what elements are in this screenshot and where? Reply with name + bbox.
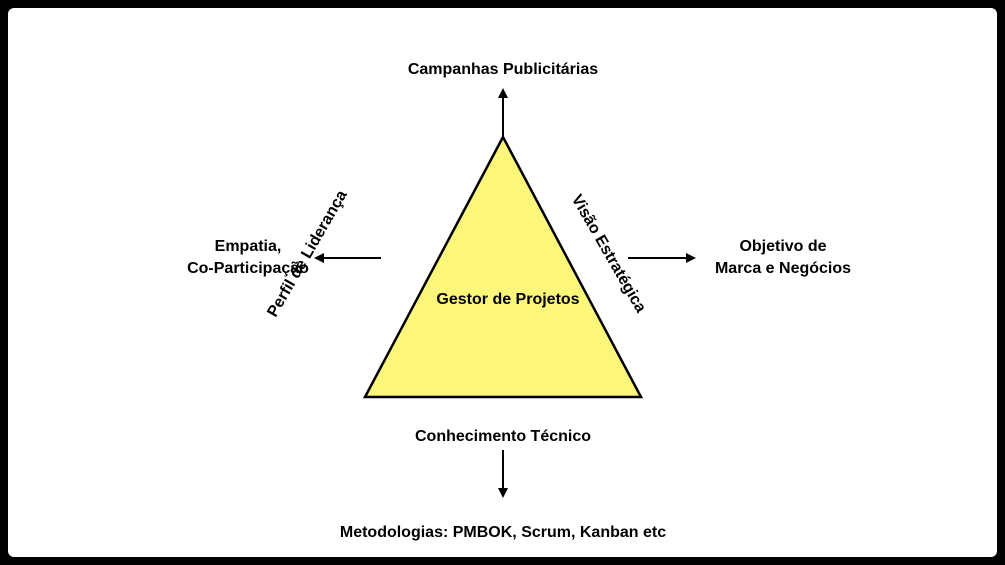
right-label-line2: Marca e Negócios — [714, 260, 852, 277]
footer-label: Metodologias: PMBOK, Scrum, Kanban etc — [339, 524, 667, 541]
left-label-line1: Empatia, — [214, 238, 282, 255]
center-label: Gestor de Projetos — [436, 291, 580, 308]
left-label: Empatia, Co-Participação — [158, 236, 338, 280]
top-label: Campanhas Publicitárias — [407, 61, 599, 78]
right-label: Objetivo de Marca e Negócios — [678, 236, 888, 280]
left-label-line2: Co-Participação — [187, 260, 309, 277]
triangle-shape — [362, 134, 644, 399]
right-label-line1: Objetivo de — [739, 238, 827, 255]
slide-canvas: Campanhas Publicitárias Empatia, Co-Part… — [8, 8, 997, 557]
bottom-label: Conhecimento Técnico — [414, 428, 592, 445]
diagram-svg — [314, 88, 696, 498]
